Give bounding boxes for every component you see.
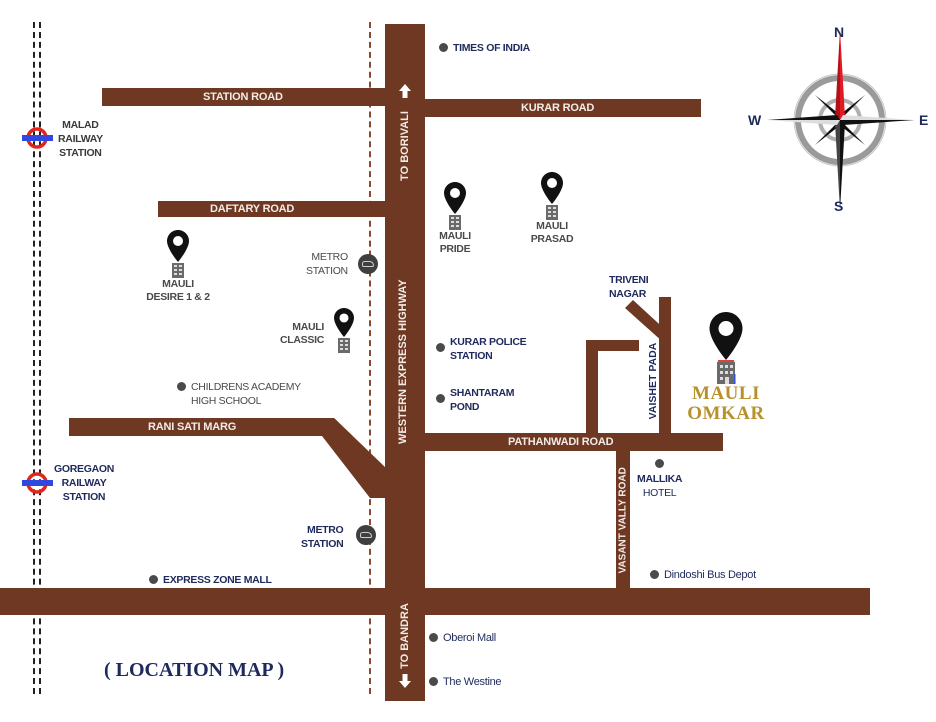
compass-west-label: W [748,112,762,128]
location-dot-icon [436,343,445,352]
metro-line [369,22,371,694]
compass-icon [767,30,915,210]
location-dot-icon [650,570,659,579]
goregaon-station-label: GOREGAON RAILWAY STATION [54,463,115,503]
malad-railway-station [22,126,56,155]
building-icon [717,360,736,384]
vasant-valley-road-label: VASANT VALLY ROAD [617,467,629,574]
building-icon [449,215,461,230]
landmark-mallika-hotel: MALLIKA HOTEL [637,473,683,499]
map-pin-icon [334,308,354,337]
triveni-nagar-diagonal-road [625,300,670,342]
landmark-shantaram-pond: SHANTARAM POND [436,386,514,414]
building-icon [338,338,350,353]
western-express-highway-label: WESTERN EXPRESS HIGHWAY [397,279,409,444]
arrow-up-icon [399,84,411,98]
compass-east-label: E [919,112,929,128]
compass-rose: N S W E [745,22,935,222]
to-borivali-label: TO BORIVALI [399,111,411,181]
inner-loop-road-vertical [586,340,598,437]
kurar-road-label: KURAR ROAD [521,102,595,114]
project-mauli-classic-label: MAULI CLASSIC [280,321,324,346]
location-dot-icon [177,382,186,391]
project-mauli-desire: MAULI DESIRE 1 & 2 [140,230,216,304]
map-pin-icon [541,172,563,204]
building-icon [546,205,558,220]
metro-station-1-label: METRO STATION [306,251,348,277]
landmark-oberoi-mall: Oberoi Mall [429,631,496,645]
railway-track-right [39,22,43,694]
compass-north-label: N [834,24,845,40]
bottom-main-road [0,588,870,615]
daftary-road [158,201,387,217]
goregaon-railway-station [22,471,56,500]
railway-track-left [33,22,37,694]
railway-station-icon [22,472,53,494]
landmark-triveni-nagar: TRIVENI NAGAR [609,274,649,300]
map-pin-icon [709,312,743,360]
pathanwadi-road-label: PATHANWADI ROAD [508,436,614,448]
landmark-childrens-academy: CHILDRENS ACADEMY HIGH SCHOOL [177,380,301,408]
rani-sati-marg [69,418,319,436]
station-road-label: STATION ROAD [203,91,283,103]
compass-south-label: S [834,198,844,214]
landmark-dindoshi-bus-depot: Dindoshi Bus Depot [650,568,756,582]
rani-sati-marg-diagonal [300,418,390,500]
map-pin-icon [444,182,466,214]
station-road [102,88,387,106]
landmark-express-zone-mall: EXPRESS ZONE MALL [149,573,272,587]
railway-station-icon [22,127,53,149]
vasant-valley-road [616,450,630,590]
metro-train-icon [358,254,378,274]
project-mauli-classic [333,308,355,353]
landmark-the-westine: The Westine [429,675,502,689]
page-title: ( LOCATION MAP ) [104,659,285,681]
to-bandra-label: TO BANDRA [399,603,411,669]
map-pin-icon [167,230,189,262]
rani-sati-marg-label: RANI SATI MARG [148,421,237,433]
metro-train-icon [356,525,376,545]
building-icon [172,263,184,278]
project-mauli-omkar-featured: MAULI OMKAR [686,312,766,424]
malad-station-label: MALAD RAILWAY STATION [58,119,103,159]
location-dot-icon [429,633,438,642]
landmark-times-of-india: TIMES OF INDIA [439,41,530,55]
daftary-road-label: DAFTARY ROAD [210,203,295,215]
project-mauli-prasad: MAULI PRASAD [522,172,582,246]
vaishet-pada-label: VAISHET PADA [647,342,659,420]
location-dot-icon [655,459,664,468]
metro-station-2-label: METRO STATION [301,524,344,550]
pathanwadi-road [423,433,723,451]
western-express-highway [385,24,425,701]
project-mauli-pride: MAULI PRIDE [430,182,480,256]
location-dot-icon [439,43,448,52]
arrow-down-icon [399,674,411,688]
location-dot-icon [429,677,438,686]
inner-loop-road-horizontal [586,340,639,351]
kurar-road [423,99,701,117]
location-dot-icon [436,394,445,403]
landmark-kurar-police-station: KURAR POLICE STATION [436,335,527,363]
location-dot-icon [149,575,158,584]
